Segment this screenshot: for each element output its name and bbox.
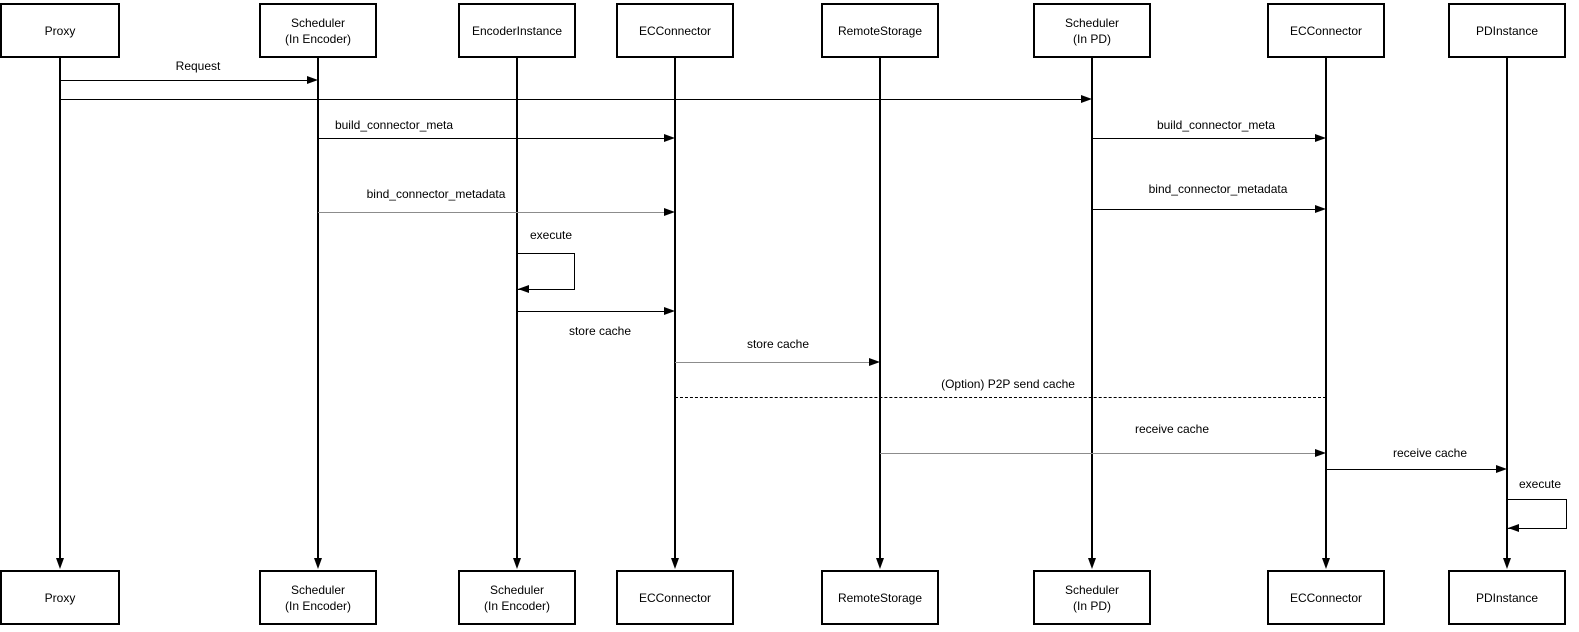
message-option-p2p-send-cache-line <box>675 397 1326 398</box>
lifeline-end-arrowhead-ecconnector <box>670 558 679 569</box>
message-receive-cache-arrowhead <box>1496 464 1507 473</box>
message-bind-connector-metadata-line <box>318 212 666 213</box>
message-store-cache-label: store cache <box>746 337 810 351</box>
lifeline-proxy <box>59 58 61 558</box>
actor-bottom-ecconnector: ECConnector <box>616 570 734 625</box>
message-build-connector-meta-label: build_connector_meta <box>334 118 454 132</box>
actor-label-line: EncoderInstance <box>471 23 563 38</box>
self-message-execute-arrowhead <box>1508 524 1519 532</box>
actor-label-line: ECConnector <box>638 590 712 605</box>
actor-label-line: RemoteStorage <box>837 23 923 38</box>
actor-label-line: Scheduler <box>290 582 346 597</box>
message-build-connector-meta-label: build_connector_meta <box>1156 118 1276 132</box>
actor-label-line: Scheduler <box>1064 582 1120 597</box>
message-receive-cache-label: receive cache <box>1392 446 1468 460</box>
actor-top-ecconnector: ECConnector <box>616 3 734 58</box>
lifeline-pdinstance <box>1506 58 1508 558</box>
actor-label-line: RemoteStorage <box>837 590 923 605</box>
actor-top-remote-storage: RemoteStorage <box>821 3 939 58</box>
message-execute-label: execute <box>529 228 573 242</box>
actor-top-encoder-instance: EncoderInstance <box>458 3 576 58</box>
actor-label-line: ECConnector <box>638 23 712 38</box>
message-option-p2p-send-cache-label: (Option) P2P send cache <box>941 377 1075 391</box>
message-store-cache-line <box>517 311 666 312</box>
actor-bottom-encoder-instance: Scheduler(In Encoder) <box>458 570 576 625</box>
message-store-cache-line <box>675 362 871 363</box>
message-request-arrowhead <box>307 75 318 84</box>
message-receive-cache-label: receive cache <box>1134 422 1210 436</box>
actor-top-scheduler-encoder: Scheduler(In Encoder) <box>259 3 377 58</box>
lifeline-scheduler-pd <box>1091 58 1093 558</box>
lifeline-scheduler-encoder <box>317 58 319 558</box>
message-request-label: Request <box>175 59 221 73</box>
actor-top-pdinstance: PDInstance <box>1448 3 1566 58</box>
actor-label-line: Proxy <box>44 590 76 605</box>
actor-label-line: ECConnector <box>1289 23 1363 38</box>
actor-label-line: (In PD) <box>1072 598 1111 613</box>
message-build-connector-meta-line <box>1092 138 1317 139</box>
message-receive-cache-line <box>880 453 1317 454</box>
message-receive-cache-arrowhead <box>1315 448 1326 457</box>
self-message-execute-loop <box>1507 499 1567 529</box>
message-store-cache-label: store cache <box>568 324 632 338</box>
actor-label-line: (In Encoder) <box>284 31 352 46</box>
actor-label-line: Scheduler <box>290 15 346 30</box>
actor-bottom-scheduler-pd: Scheduler(In PD) <box>1033 570 1151 625</box>
actor-label-line: (In Encoder) <box>284 598 352 613</box>
actor-bottom-remote-storage: RemoteStorage <box>821 570 939 625</box>
actor-label-line: PDInstance <box>1475 590 1539 605</box>
message-bind-connector-metadata-label: bind_connector_metadata <box>1148 182 1288 196</box>
lifeline-encoder-instance <box>516 58 518 558</box>
self-message-execute-loop <box>517 253 575 290</box>
message-unlabeled-arrowhead <box>1081 94 1092 103</box>
actor-bottom-scheduler-encoder: Scheduler(In Encoder) <box>259 570 377 625</box>
message-unlabeled-line <box>60 99 1083 100</box>
actor-label-line: (In PD) <box>1072 31 1111 46</box>
message-build-connector-meta-line <box>318 138 666 139</box>
lifeline-ecconnector <box>674 58 676 558</box>
actor-bottom-proxy: Proxy <box>0 570 120 625</box>
lifeline-end-arrowhead-scheduler-pd <box>1087 558 1096 569</box>
message-execute-label: execute <box>1518 477 1562 491</box>
message-receive-cache-line <box>1326 469 1498 470</box>
actor-top-ecconnector-2: ECConnector <box>1267 3 1385 58</box>
message-bind-connector-metadata-arrowhead <box>664 207 675 216</box>
message-store-cache-arrowhead <box>664 306 675 315</box>
lifeline-end-arrowhead-proxy <box>55 558 64 569</box>
message-bind-connector-metadata-line <box>1092 209 1317 210</box>
message-store-cache-arrowhead <box>869 357 880 366</box>
actor-label-line: (In Encoder) <box>483 598 551 613</box>
lifeline-remote-storage <box>879 58 881 558</box>
message-bind-connector-metadata-arrowhead <box>1315 204 1326 213</box>
lifeline-end-arrowhead-encoder-instance <box>512 558 521 569</box>
lifeline-end-arrowhead-pdinstance <box>1502 558 1511 569</box>
message-request-line <box>60 80 309 81</box>
actor-label-line: Proxy <box>44 23 76 38</box>
actor-label-line: Scheduler <box>489 582 545 597</box>
actor-top-proxy: Proxy <box>0 3 120 58</box>
lifeline-end-arrowhead-scheduler-encoder <box>313 558 322 569</box>
actor-label-line: Scheduler <box>1064 15 1120 30</box>
actor-bottom-ecconnector-2: ECConnector <box>1267 570 1385 625</box>
message-bind-connector-metadata-label: bind_connector_metadata <box>366 187 506 201</box>
self-message-execute-arrowhead <box>518 285 529 293</box>
actor-label-line: PDInstance <box>1475 23 1539 38</box>
actor-top-scheduler-pd: Scheduler(In PD) <box>1033 3 1151 58</box>
actor-bottom-pdinstance: PDInstance <box>1448 570 1566 625</box>
lifeline-end-arrowhead-remote-storage <box>875 558 884 569</box>
message-build-connector-meta-arrowhead <box>1315 133 1326 142</box>
message-build-connector-meta-arrowhead <box>664 133 675 142</box>
lifeline-end-arrowhead-ecconnector-2 <box>1321 558 1330 569</box>
lifeline-ecconnector-2 <box>1325 58 1327 558</box>
actor-label-line: ECConnector <box>1289 590 1363 605</box>
